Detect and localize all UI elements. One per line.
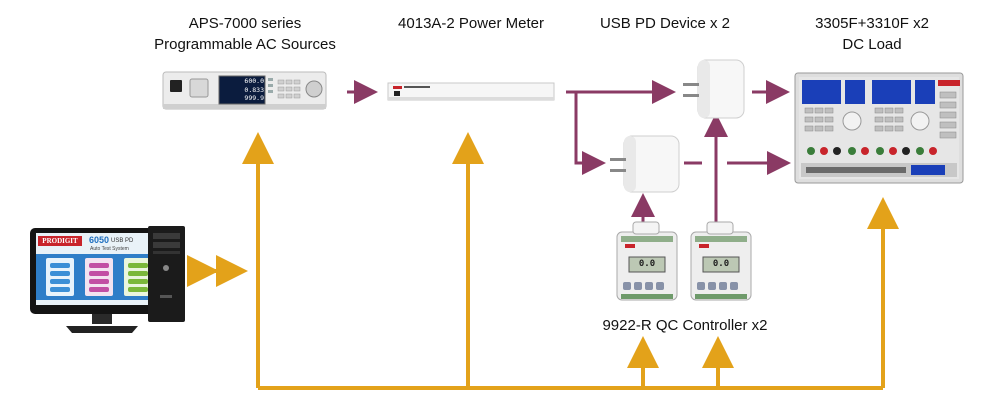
ac-display-screen bbox=[218, 75, 266, 105]
usb-pd-device-2 bbox=[610, 135, 680, 193]
ac-source-device bbox=[162, 71, 327, 110]
pc-tower bbox=[148, 226, 185, 322]
dc-load-terminals bbox=[807, 147, 937, 155]
screen-brand: PRODIGIT bbox=[42, 237, 78, 245]
ac-readout-1: 600.0 bbox=[244, 77, 264, 85]
dc-load-keys bbox=[804, 91, 957, 139]
control-bus bbox=[187, 132, 899, 390]
power-lines bbox=[347, 80, 791, 232]
usb-pd-device-1 bbox=[683, 59, 745, 119]
brand-logo bbox=[38, 236, 82, 246]
usb-pd-label: USB PD Device x 2 bbox=[599, 15, 731, 32]
ac-keypad bbox=[277, 79, 301, 99]
ac-readout-2: 0.833 bbox=[244, 85, 264, 94]
dc-load-device bbox=[794, 72, 964, 184]
meter-to-usbpd-2 bbox=[574, 92, 606, 175]
screen-product-suffix: USB PD bbox=[111, 238, 134, 244]
qc2-display bbox=[702, 256, 740, 273]
power-meter-device bbox=[387, 82, 555, 101]
dc-load-label-line1: 3305F+3310F x2 bbox=[815, 15, 929, 32]
ac-readout-3: 999.9 bbox=[244, 94, 264, 102]
dc-load-label-line2: DC Load bbox=[842, 36, 902, 53]
qc-controller-1 bbox=[616, 221, 678, 301]
pc-monitor bbox=[30, 228, 173, 333]
ac-source-label-line1: APS-7000 series bbox=[188, 15, 302, 32]
ac-source-label-line2: Programmable AC Sources bbox=[154, 36, 336, 53]
power-meter-label: 4013A-2 Power Meter bbox=[398, 15, 544, 32]
qc-controller-2 bbox=[690, 221, 752, 301]
screen-product-number: 6050 bbox=[89, 235, 110, 245]
screen-subtitle: Auto Test System bbox=[90, 246, 129, 252]
qc2-readout: 0.0 bbox=[712, 259, 730, 269]
ac-source-label: APS-7000 series Programmable AC Sources bbox=[133, 13, 357, 55]
dc-load-label: 3305F+3310F x2 DC Load bbox=[787, 13, 957, 55]
ac-knob bbox=[305, 80, 323, 98]
qc1-readout: 0.0 bbox=[638, 259, 656, 269]
qc-controller-label: 9922-R QC Controller x2 bbox=[602, 317, 768, 334]
screen-buttons bbox=[50, 263, 148, 292]
qc1-display bbox=[628, 256, 666, 273]
ac-display-readouts: 600.0 0.833 999.9 bbox=[234, 77, 264, 103]
